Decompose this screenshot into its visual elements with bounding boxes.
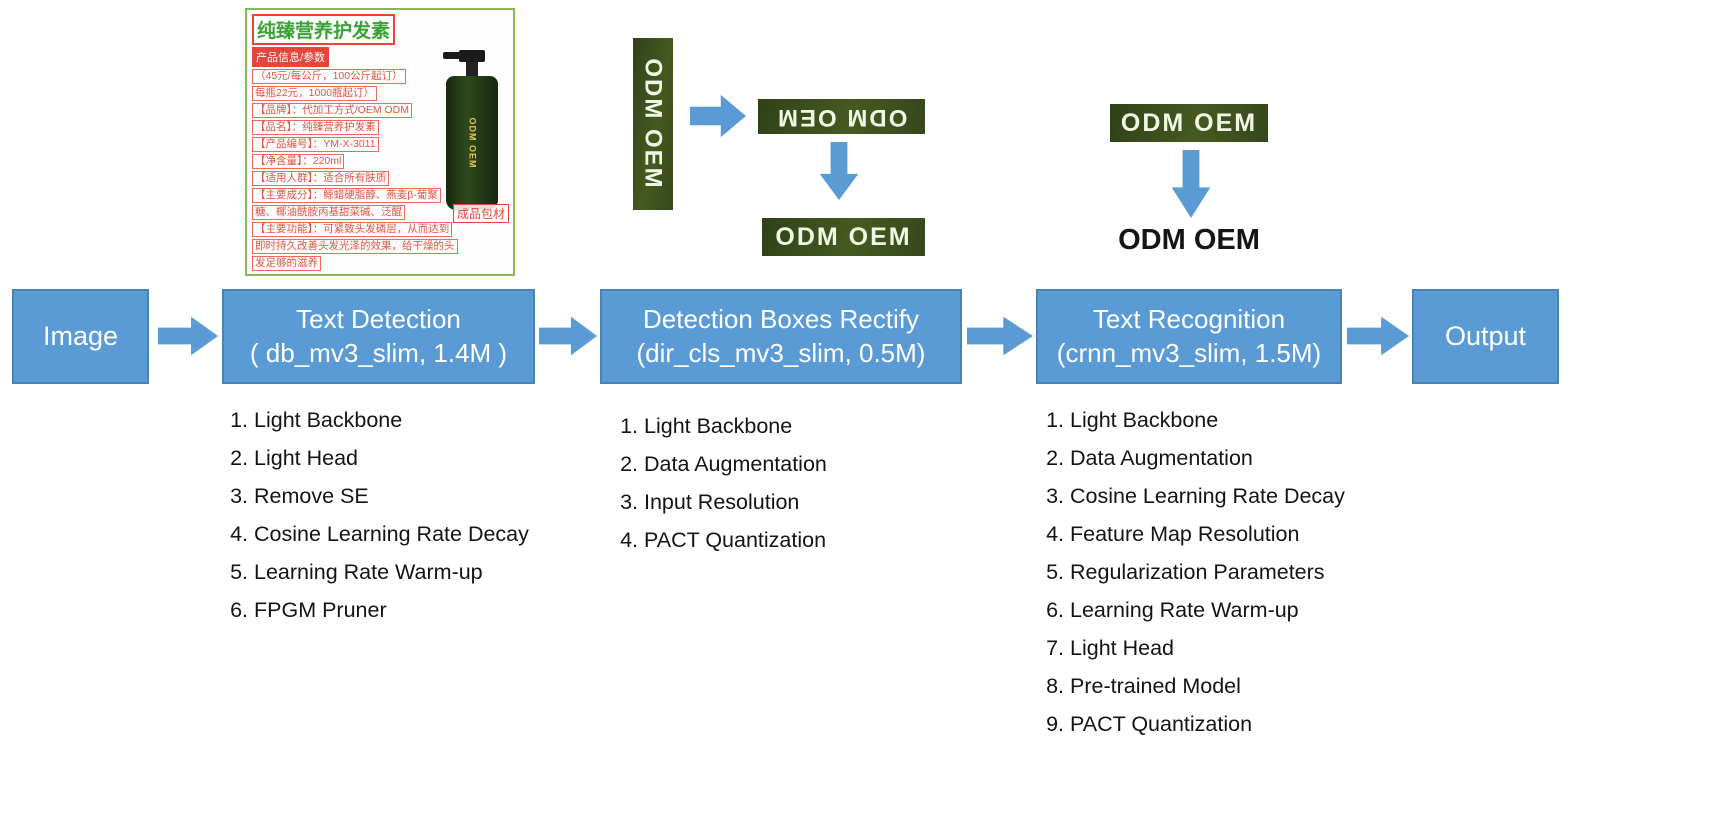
list-item: Light Backbone [644,407,827,445]
list-item: Remove SE [254,477,529,515]
flow-node-label: Output [1444,320,1527,351]
flow-node-label: Image [42,320,119,351]
list-item: Data Augmentation [1070,439,1345,477]
list-item: Input Resolution [644,483,827,521]
product-title-text: 纯臻营养护发素 [252,14,396,45]
detected-line: 【适用人群】：适合所有肤质 [252,171,390,186]
annotated-product-image: 纯臻营养护发素 产品信息/参数 （45元/每公斤，100公斤起订） 每瓶22元，… [245,8,515,276]
arrow-right-icon [158,316,218,356]
flow-node-output: Output [1412,289,1559,384]
list-item: Light Backbone [1070,401,1345,439]
list-item: Light Backbone [254,401,529,439]
list-item: Pre-trained Model [1070,667,1345,705]
flipped-text-crop: ODM OEM [758,99,925,134]
list-item: Data Augmentation [644,445,827,483]
text-detection-strategies-list: Light Backbone Light Head Remove SE Cosi… [222,401,529,629]
vertical-text-label: ODM OEM [640,58,668,190]
arrow-right-icon [690,94,746,138]
flow-node-subtitle: (dir_cls_mv3_slim, 0.5M) [636,337,926,368]
flow-node-title: Detection Boxes Rectify [642,303,919,334]
flow-node-image: Image [12,289,149,384]
arrow-down-icon [1171,150,1211,218]
flow-node-subtitle: ( db_mv3_slim, 1.4M ) [249,337,508,368]
list-item: Light Head [1070,629,1345,667]
detected-line: 发足够的滋养 [252,256,321,271]
recognition-input-crop: ODM OEM [1110,104,1268,142]
arrow-right-icon [1347,316,1409,356]
recognition-output-text: ODM OEM [1118,224,1260,256]
rectified-text-label: ODM OEM [775,222,912,251]
list-item: Light Head [254,439,529,477]
rectified-text-crop: ODM OEM [762,218,925,256]
list-item: Learning Rate Warm-up [254,553,529,591]
bottle-pump-spout [443,52,465,59]
detected-line: 【主要功能】：可紧致头发磷层，从而达到 [252,222,453,237]
flow-node-subtitle: (crnn_mv3_slim, 1.5M) [1056,337,1322,368]
arrow-right-icon [539,316,597,356]
list-item: Cosine Learning Rate Decay [1070,477,1345,515]
flow-node-title: Text Detection [296,303,461,334]
packaging-badge: 成品包材 [452,204,509,223]
detected-text-lines: 纯臻营养护发素 产品信息/参数 （45元/每公斤，100公斤起订） 每瓶22元，… [252,14,458,273]
text-recognition-strategies-list: Light Backbone Data Augmentation Cosine … [1038,401,1345,743]
flow-node-text-recognition: Text Recognition (crnn_mv3_slim, 1.5M) [1036,289,1342,384]
bottle-body: ODM OEM [446,76,498,210]
detected-line: 糖、椰油酰胺丙基甜菜碱、泛醌 [252,205,405,220]
bottle-neck [466,62,478,77]
list-item: Regularization Parameters [1070,553,1345,591]
arrow-down-icon [819,142,859,200]
detected-line: 每瓶22元，1000瓶起订） [252,86,378,101]
list-item: Cosine Learning Rate Decay [254,515,529,553]
vertical-text-crop: ODM OEM [633,38,673,210]
list-item: Learning Rate Warm-up [1070,591,1345,629]
detected-line: 【主要成分】：鲸蜡硬脂醇、燕麦β-葡聚 [252,188,441,203]
boxes-rectify-strategies-list: Light Backbone Data Augmentation Input R… [612,407,827,559]
detected-line: 【净含量】：220ml [252,154,345,169]
list-item: PACT Quantization [1070,705,1345,743]
detected-line: 【产品编号】：YM-X-3011 [252,137,379,152]
bottle-label-text: ODM OEM [467,117,477,169]
detected-line: 【品牌】：代加工方式/OEM ODM [252,103,412,118]
arrow-right-icon [967,316,1033,356]
product-bottle: ODM OEM [439,50,501,214]
list-item: FPGM Pruner [254,591,529,629]
flow-node-text-detection: Text Detection ( db_mv3_slim, 1.4M ) [222,289,535,384]
recognition-input-label: ODM OEM [1120,108,1258,137]
list-item: PACT Quantization [644,521,827,559]
detected-line: （45元/每公斤，100公斤起订） [252,69,406,84]
product-info-ribbon: 产品信息/参数 [252,47,330,67]
bottle-pump-head [459,50,485,62]
flipped-text-label: ODM OEM [775,103,908,131]
detected-line: 【品名】：纯臻营养护发素 [252,120,379,135]
flow-node-title: Text Recognition [1092,303,1286,334]
list-item: Feature Map Resolution [1070,515,1345,553]
flow-node-detection-boxes-rectify: Detection Boxes Rectify (dir_cls_mv3_sli… [600,289,962,384]
detected-line: 即时持久改善头发光泽的效果，给干燥的头 [252,239,458,254]
